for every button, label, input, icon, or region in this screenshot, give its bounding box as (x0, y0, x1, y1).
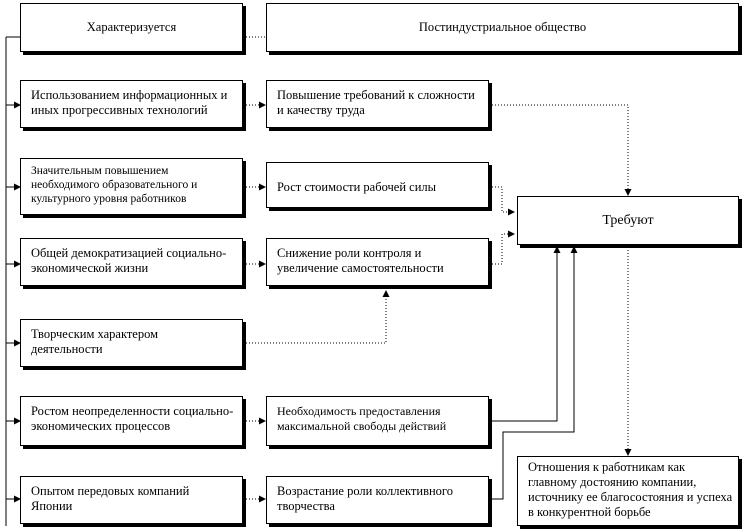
characteristic-text: Общей демократизацией социально-экономич… (31, 246, 227, 275)
consequence-text: Снижение роли контроля и увеличение само… (277, 246, 444, 275)
characteristic-box-japan: Опытом передовых компаний Японии (20, 476, 243, 524)
characteristic-box-technologies: Использованием информационных и иных про… (20, 80, 243, 128)
characteristic-text: Значительным повышением необходимого обр… (31, 165, 198, 205)
consequence-box-labor-cost: Рост стоимости рабочей силы (266, 162, 489, 208)
result-box: Отношения к работникам как главному дост… (517, 456, 739, 526)
consequence-box-collective: Возрастание роли коллективного творчеств… (266, 476, 489, 524)
result-text: Отношения к работникам как главному дост… (528, 460, 733, 519)
consequence-box-freedom: Необходимость предоставления максимально… (266, 396, 489, 446)
characteristic-text: Ростом неопределенности социально-эконом… (31, 404, 234, 433)
characteristic-text: Использованием информационных и иных про… (31, 88, 228, 117)
characteristic-box-education: Значительным повышением необходимого обр… (20, 158, 243, 215)
consequence-text: Возрастание роли коллективного творчеств… (277, 484, 453, 513)
consequence-text: Повышение требований к сложности и качес… (277, 88, 475, 117)
header-characterized-label: Характеризуется (86, 20, 177, 34)
consequence-box-quality: Повышение требований к сложности и качес… (266, 80, 489, 128)
characteristic-box-creative: Творческим характером деятельности (20, 319, 243, 367)
require-label: Требуют (602, 213, 654, 228)
header-postindustrial-label: Постиндустриальное общество (418, 20, 587, 34)
characteristic-box-uncertainty: Ростом неопределенности социально-эконом… (20, 396, 243, 446)
require-box: Требуют (517, 196, 739, 245)
characteristic-text: Творческим характером деятельности (31, 327, 159, 356)
header-postindustrial-box: Постиндустриальное общество (266, 3, 739, 52)
consequence-box-control: Снижение роли контроля и увеличение само… (266, 238, 489, 286)
consequence-text: Рост стоимости рабочей силы (277, 180, 437, 194)
header-characterized-box: Характеризуется (20, 3, 243, 52)
characteristic-box-democratization: Общей демократизацией социально-экономич… (20, 238, 243, 286)
consequence-text: Необходимость предоставления максимально… (277, 404, 447, 433)
characteristic-text: Опытом передовых компаний Японии (31, 484, 190, 513)
